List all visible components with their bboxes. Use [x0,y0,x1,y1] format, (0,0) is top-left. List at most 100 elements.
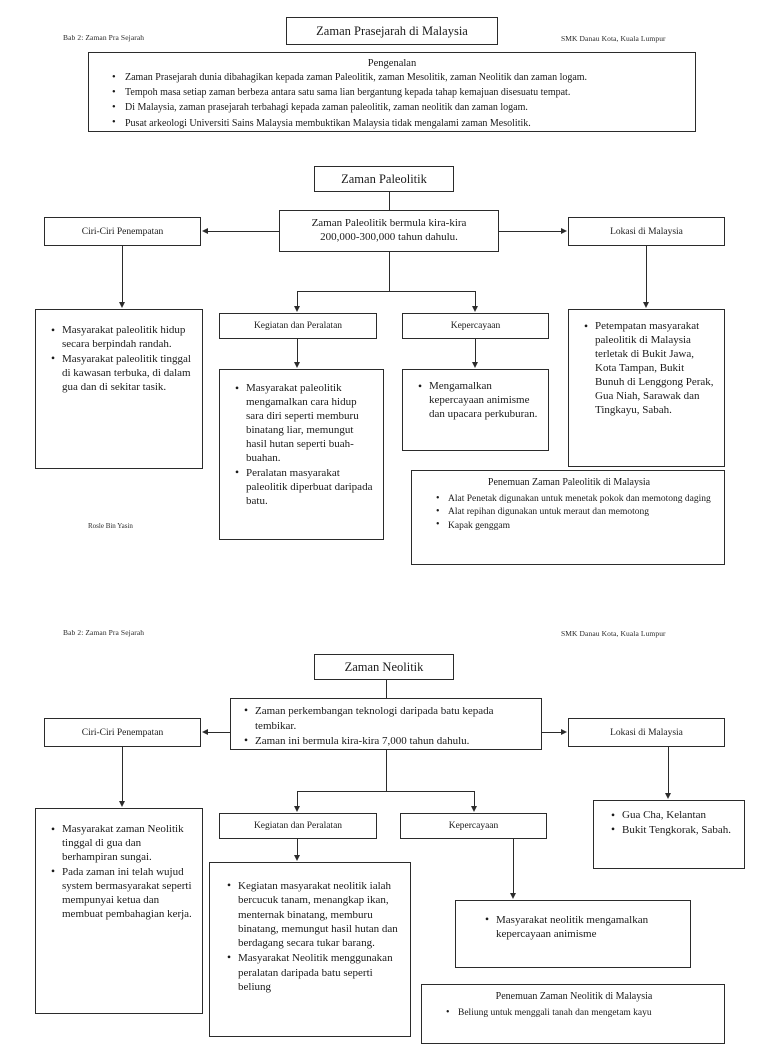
list-item: Peralatan masyarakat paleolitik diperbua… [235,466,375,509]
header-left-page2: Bab 2: Zaman Pra Sejarah [63,628,145,637]
connector-line [389,252,390,291]
list-item: Masyarakat Neolitik menggunakan peralata… [227,951,402,994]
arrow-down-icon [470,806,477,812]
connector-line [297,791,474,792]
node-label: Kegiatan dan Peralatan [253,821,343,831]
neolitik-title-box: Zaman Neolitik [314,654,454,680]
node-label: Ciri-Ciri Penempatan [81,727,164,738]
pengenalan-list: Zaman Prasejarah dunia dibahagikan kepad… [99,70,685,131]
neolitik-lokasi-list: Gua Cha, Kelantan Bukit Tengkorak, Sabah… [608,809,736,839]
neolitik-title-text: Zaman Neolitik [344,659,424,674]
paleolitik-kegiatan-list: Masyarakat paleolitik mengamalkan cara h… [232,382,375,509]
list-item: Alat repihan digunakan untuk meraut dan … [436,506,716,519]
neolitik-penemuan-box: Penemuan Zaman Neolitik di Malaysia Beli… [421,984,725,1044]
main-title-box: Zaman Prasejarah di Malaysia [286,17,498,45]
penemuan-title: Penemuan Zaman Paleolitik di Malaysia [487,477,651,488]
list-item: Petempatan masyarakat paleolitik di Mala… [584,320,716,418]
node-label: Kegiatan dan Peralatan [253,321,343,331]
list-item: Pada zaman ini telah wujud system bermas… [51,865,192,922]
arrow-left-icon [202,227,208,234]
node-label: Kepercayaan [450,321,501,331]
arrow-down-icon [664,793,671,799]
neolitik-kegiatan-node: Kegiatan dan Peralatan [219,813,377,839]
list-item: Zaman Prasejarah dunia dibahagikan kepad… [112,70,685,85]
neolitik-kegiatan-list: Kegiatan masyarakat neolitik ialah bercu… [224,878,402,994]
neolitik-penemuan-list: Beliung untuk menggali tanah dan mengeta… [432,1006,716,1019]
arrow-down-icon [642,302,649,308]
main-title-text: Zaman Prasejarah di Malaysia [316,23,468,38]
connector-line [297,339,298,363]
pengenalan-title: Pengenalan [367,58,417,69]
arrow-down-icon [118,302,125,308]
list-item: Kegiatan masyarakat neolitik ialah bercu… [227,878,402,950]
list-item: Pusat arkeologi Universiti Sains Malaysi… [112,116,685,131]
list-item: Masyarakat zaman Neolitik tinggal di gua… [51,823,192,865]
connector-line [668,747,669,793]
neolitik-kegiatan-body: Kegiatan masyarakat neolitik ialah bercu… [209,862,411,1037]
list-item: Zaman perkembangan teknologi daripada ba… [244,703,535,733]
connector-line [208,231,279,232]
list-item: Beliung untuk menggali tanah dan mengeta… [446,1006,716,1019]
paleolitik-title-box: Zaman Paleolitik [314,166,454,192]
connector-line [208,732,230,733]
connector-line [474,791,475,807]
neolitik-kepercayaan-body: Masyarakat neolitik mengamalkan kepercay… [455,900,691,968]
neolitik-ciri-node: Ciri-Ciri Penempatan [44,718,201,747]
paleolitik-penemuan-box: Penemuan Zaman Paleolitik di Malaysia Al… [411,470,725,565]
arrow-down-icon [293,806,300,812]
paleolitik-kepercayaan-list: Mengamalkan kepercayaan animisme dan upa… [415,380,540,422]
neolitik-ciri-list: Masyarakat zaman Neolitik tinggal di gua… [48,823,192,922]
connector-line [122,246,123,303]
penemuan-title: Penemuan Zaman Neolitik di Malaysia [495,991,653,1002]
list-item: Di Malaysia, zaman prasejarah terbahagi … [112,101,685,116]
connector-line [386,680,387,698]
connector-line [646,246,647,303]
paleolitik-kegiatan-body: Masyarakat paleolitik mengamalkan cara h… [219,369,384,540]
node-label: Kepercayaan [448,821,499,831]
connector-line [475,339,476,363]
paleolitik-ciri-node: Ciri-Ciri Penempatan [44,217,201,246]
statement-line-1: Zaman Paleolitik bermula kira-kira [311,217,467,230]
neolitik-statement-list: Zaman perkembangan teknologi daripada ba… [241,703,535,749]
connector-line [122,747,123,802]
arrow-down-icon [293,362,300,368]
list-item: Bukit Tengkorak, Sabah. [611,823,736,838]
paleolitik-statement-box: Zaman Paleolitik bermula kira-kira 200,0… [279,210,499,252]
arrow-right-icon [561,728,567,735]
paleolitik-ciri-list: Masyarakat paleolitik hidup secara berpi… [48,324,192,395]
pengenalan-box: Pengenalan Zaman Prasejarah dunia dibaha… [88,52,696,132]
neolitik-kepercayaan-node: Kepercayaan [400,813,547,839]
list-item: Alat Penetak digunakan untuk menetak pok… [436,492,716,505]
list-item: Kapak genggam [436,519,716,532]
list-item: Masyarakat paleolitik mengamalkan cara h… [235,382,375,466]
header-right-page2: SMK Danau Kota, Kuala Lumpur [561,629,666,638]
arrow-left-icon [202,728,208,735]
list-item: Masyarakat paleolitik hidup secara berpi… [51,324,192,352]
node-label: Ciri-Ciri Penempatan [81,226,164,237]
connector-line [475,291,476,307]
node-label: Lokasi di Malaysia [610,226,683,237]
neolitik-lokasi-node: Lokasi di Malaysia [568,718,725,747]
neolitik-ciri-body: Masyarakat zaman Neolitik tinggal di gua… [35,808,203,1014]
neolitik-kepercayaan-list: Masyarakat neolitik mengamalkan kepercay… [482,912,682,941]
connector-line [297,791,298,807]
paleolitik-kepercayaan-node: Kepercayaan [402,313,549,339]
connector-line [297,291,298,307]
arrow-down-icon [293,306,300,312]
arrow-down-icon [509,893,516,899]
connector-line [297,291,475,292]
list-item: Masyarakat paleolitik tinggal di kawasan… [51,352,192,395]
page1-footer-author: Rosle Bin Yasin [88,522,133,530]
connector-line [542,732,561,733]
arrow-down-icon [118,801,125,807]
header-left-page1: Bab 2: Zaman Pra Sejarah [63,33,145,42]
connector-line [499,231,561,232]
paleolitik-ciri-body: Masyarakat paleolitik hidup secara berpi… [35,309,203,469]
connector-line [297,839,298,856]
arrow-down-icon [471,306,478,312]
paleolitik-penemuan-list: Alat Penetak digunakan untuk menetak pok… [422,492,716,532]
header-right-page1: SMK Danau Kota, Kuala Lumpur [561,34,666,43]
neolitik-statement-box: Zaman perkembangan teknologi daripada ba… [230,698,542,750]
paleolitik-kegiatan-node: Kegiatan dan Peralatan [219,313,377,339]
paleolitik-lokasi-list: Petempatan masyarakat paleolitik di Mala… [581,320,716,418]
